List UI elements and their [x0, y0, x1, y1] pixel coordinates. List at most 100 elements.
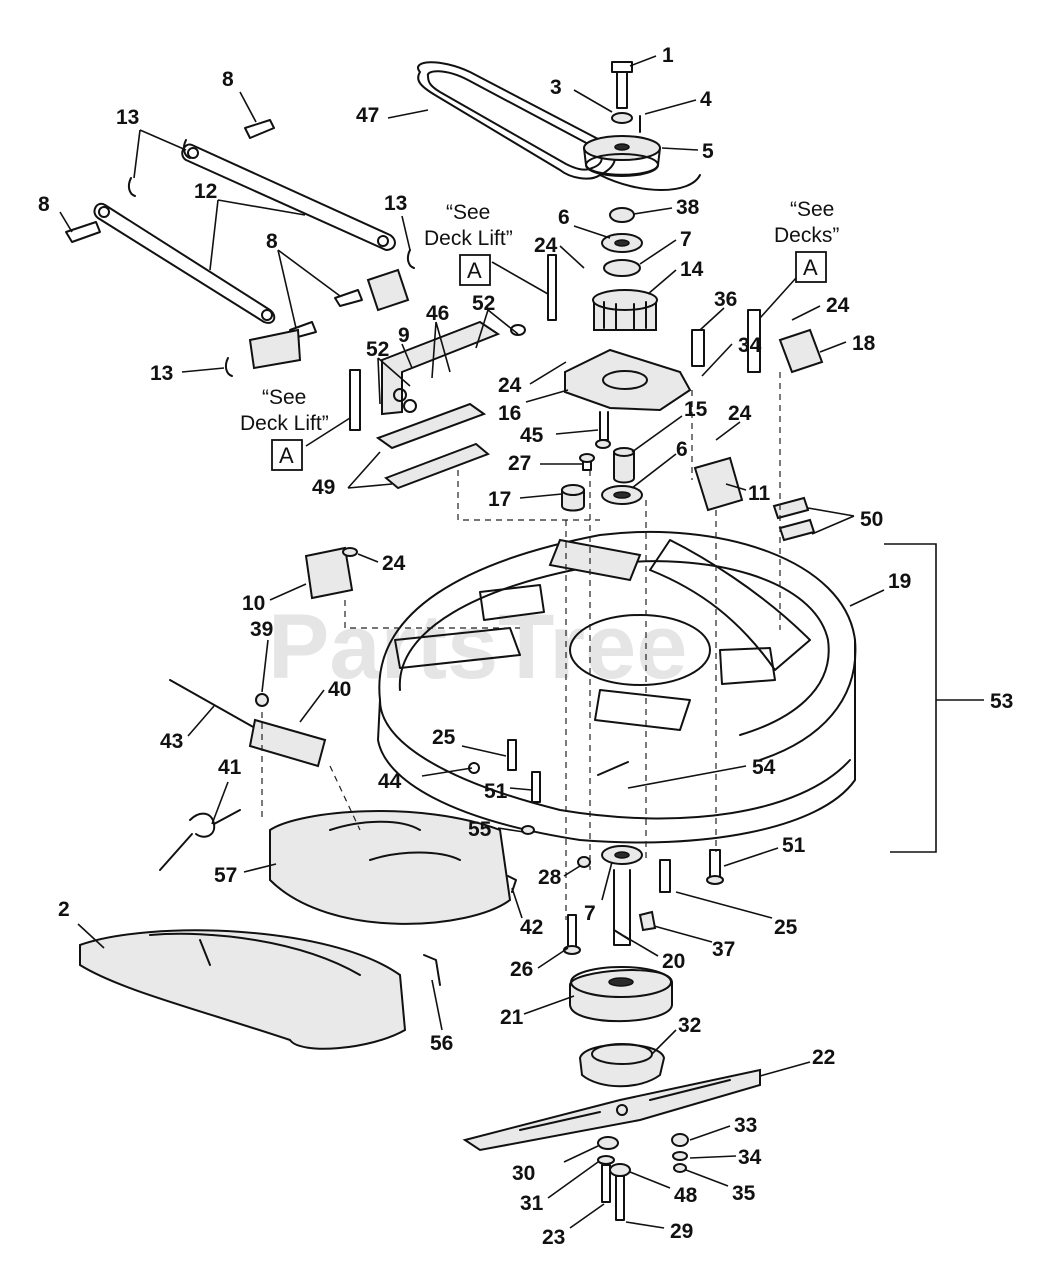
callout-15: 15: [684, 398, 708, 421]
callout-13: 13: [116, 106, 139, 129]
callout-29: 29: [670, 1220, 693, 1243]
callout-52: 52: [472, 292, 495, 315]
pulley-bolt: [611, 61, 633, 124]
deck-lift-stud-upper: [547, 254, 557, 321]
nut-55: [521, 825, 535, 835]
callout-25: 25: [432, 726, 456, 749]
pin-8-mid: [334, 289, 363, 307]
note-deck-lift-upper-2: Deck Lift”: [424, 227, 513, 250]
callout-44: 44: [378, 770, 402, 793]
callout-6: 6: [558, 206, 570, 229]
lift-link-upper: [181, 143, 396, 251]
bolt-29: [615, 1175, 625, 1221]
callout-14: 14: [680, 258, 704, 281]
nut-37: [638, 910, 657, 932]
ref-box-upper: [459, 254, 491, 286]
callout-39: 39: [250, 618, 273, 641]
callout-9: 9: [398, 324, 410, 347]
ref-box-lower: [271, 439, 303, 471]
note-deck-lift-lower-2: Deck Lift”: [240, 412, 329, 435]
assembly-bracket: [884, 543, 937, 853]
callout-49: 49: [312, 476, 335, 499]
callout-23: 23: [542, 1226, 565, 1249]
callout-55: 55: [468, 818, 492, 841]
callout-54: 54: [752, 756, 776, 779]
bolt-45: [599, 411, 609, 441]
callout-22: 22: [812, 1046, 835, 1069]
ref-letter-lower: A: [279, 443, 294, 468]
callout-leaders: [59, 55, 885, 1229]
ref-letter-decks: A: [803, 255, 818, 280]
callout-4: 4: [700, 88, 712, 111]
callout-12: 12: [194, 180, 217, 203]
spring-41: [159, 809, 241, 871]
callout-45: 45: [520, 424, 544, 447]
callout-46: 46: [426, 302, 449, 325]
callout-52: 52: [366, 338, 389, 361]
deck-shell: [377, 530, 857, 844]
callout-18: 18: [852, 332, 876, 355]
callout-13: 13: [384, 192, 407, 215]
callout-27: 27: [508, 452, 531, 475]
callout-8: 8: [38, 193, 50, 216]
front-bracket-9: [381, 320, 501, 416]
discharge-chute: [79, 929, 407, 1050]
bolt-23: [601, 1164, 611, 1203]
callout-24: 24: [728, 402, 752, 425]
callout-51: 51: [782, 834, 806, 857]
callout-10: 10: [242, 592, 265, 615]
callout-26: 26: [510, 958, 533, 981]
callout-20: 20: [662, 950, 685, 973]
callout-47: 47: [356, 104, 379, 127]
spacer-33: [671, 1133, 689, 1147]
callout-24: 24: [826, 294, 850, 317]
spindle-shaft: [613, 869, 631, 946]
callout-30: 30: [512, 1162, 535, 1185]
ref-box-decks: [795, 251, 827, 283]
callout-3: 3: [550, 76, 562, 99]
nut-39: [255, 693, 269, 707]
spindle-housing: [592, 289, 658, 331]
bolt-36: [691, 329, 705, 367]
deck-lift-stud-lower: [349, 369, 361, 431]
callout-34: 34: [738, 334, 762, 357]
rod-43: [169, 679, 256, 729]
callout-17: 17: [488, 488, 511, 511]
note-deck-lift-upper-1: “See: [446, 201, 490, 224]
note-decks-2: Decks”: [774, 224, 839, 247]
bracket-40: [248, 718, 327, 768]
callout-37: 37: [712, 938, 735, 961]
lift-link-lower: [93, 202, 276, 324]
note-deck-lift-lower-1: “See: [262, 386, 306, 409]
washer-30: [597, 1136, 619, 1150]
callout-24: 24: [534, 234, 558, 257]
drive-belt: [417, 61, 701, 191]
shim-50a: [772, 496, 810, 520]
spacer: [609, 207, 635, 223]
bolt-25-left: [507, 739, 517, 771]
callout-51: 51: [484, 780, 508, 803]
bracket-18: [778, 328, 824, 374]
note-decks-1: “See: [790, 198, 834, 221]
callout-24: 24: [382, 552, 406, 575]
watermark: PartsTree: [268, 596, 687, 698]
callout-13: 13: [150, 362, 173, 385]
callout-50: 50: [860, 508, 883, 531]
callout-43: 43: [160, 730, 183, 753]
bracket-11: [693, 456, 744, 512]
callout-24: 24: [498, 374, 522, 397]
callout-41: 41: [218, 756, 242, 779]
decks-stud: [747, 309, 761, 373]
callout-57: 57: [214, 864, 237, 887]
callout-1: 1: [662, 44, 674, 67]
clip-13d: [224, 357, 233, 377]
callout-28: 28: [538, 866, 562, 889]
pin-8-left: [65, 221, 101, 243]
callout-6: 6: [676, 438, 688, 461]
callout-21: 21: [500, 1006, 524, 1029]
shim-upper: [375, 402, 487, 450]
callout-53: 53: [990, 690, 1013, 713]
callout-36: 36: [714, 288, 737, 311]
clip-56: [423, 954, 441, 986]
